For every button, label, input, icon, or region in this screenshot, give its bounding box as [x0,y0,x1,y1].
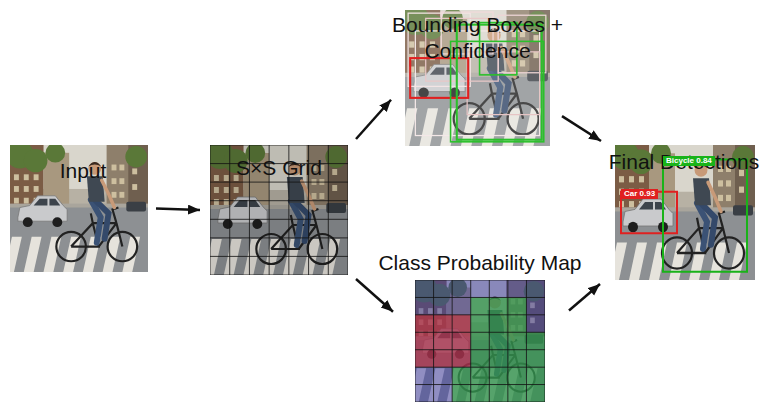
image-panel: Input [10,145,148,272]
class-probability-image [409,276,545,402]
image-panel: S×S Grid [210,145,348,275]
stage-caption: Bounding Boxes + Confidence [388,12,568,64]
tag-holder: Bicycle 0.84 [663,149,715,167]
flow-arrow [156,209,200,211]
class-score-tag: Car 0.93 [621,189,658,199]
flow-arrow [356,100,391,139]
flow-arrow [356,279,393,312]
image-panel: Bounding Boxes + Confidence [405,10,550,146]
flow-arrow [562,116,601,141]
tag-holder: Car 0.93 [621,182,658,200]
flow-arrow [569,284,600,311]
class-score-tag: Bicycle 0.84 [663,156,715,166]
image-panel: Class Probability Map [415,280,545,402]
stage-caption: S×S Grid [199,155,359,181]
stage-caption: Class Probability Map [350,250,610,276]
stage-caption: Input [3,158,163,184]
